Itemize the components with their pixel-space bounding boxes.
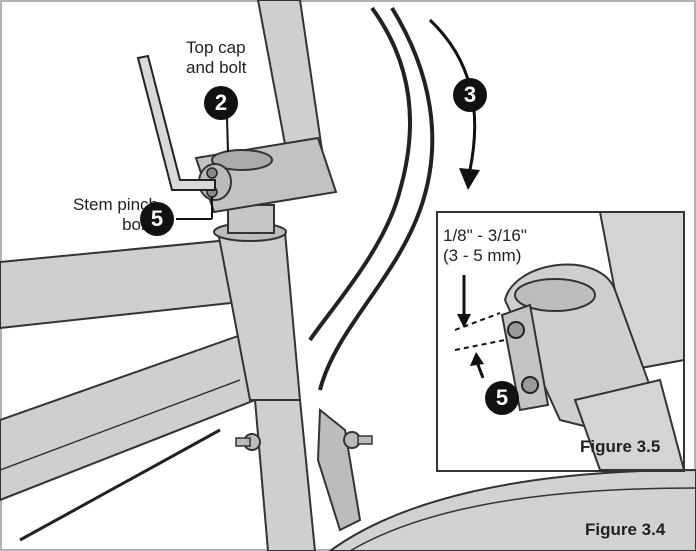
down-tube <box>0 328 270 502</box>
main-figure-caption: Figure 3.4 <box>585 520 666 539</box>
top-tube <box>0 236 260 330</box>
inset-figure-caption: Figure 3.5 <box>580 437 661 456</box>
handlebar-post <box>256 0 324 162</box>
stem-pinch-label: Stem pinch bolts <box>72 195 158 234</box>
fork <box>253 399 317 551</box>
step-badge: 2 <box>204 86 238 120</box>
hex-key-icon <box>136 54 216 191</box>
brake-cable <box>318 6 435 391</box>
inset-stem <box>500 211 686 471</box>
brake-caliper <box>316 407 362 532</box>
step-badge: 5 <box>140 202 174 236</box>
top-cap-label: Top cap and bolt <box>186 38 247 77</box>
step-badge: 3 <box>453 78 487 112</box>
brake-cable <box>308 6 413 342</box>
step-badge: 5 <box>485 381 519 415</box>
gap-measurement-label: 1/8" - 3/16" (3 - 5 mm) <box>443 226 527 265</box>
